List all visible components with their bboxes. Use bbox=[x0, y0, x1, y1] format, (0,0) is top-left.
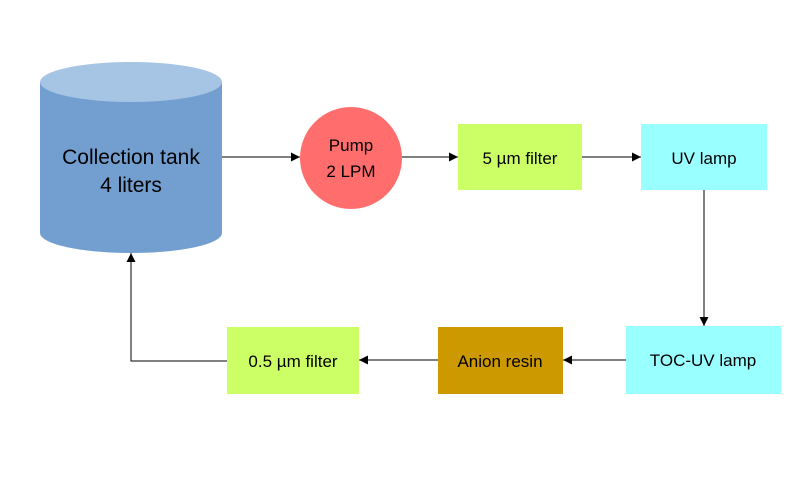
tank-body bbox=[40, 82, 222, 253]
uv-lamp-box bbox=[641, 124, 767, 190]
connectors bbox=[126, 152, 709, 365]
tank-label-line1: Collection tank bbox=[62, 146, 200, 169]
anion-resin-label: Anion resin bbox=[457, 352, 542, 371]
toc-uv-lamp-label: TOC-UV lamp bbox=[650, 351, 756, 370]
anion-resin: Anion resin bbox=[438, 327, 563, 394]
filter-05um: 0.5 µm filter bbox=[227, 327, 359, 394]
tank-top bbox=[40, 62, 222, 102]
pump-circle bbox=[300, 107, 402, 209]
filter-5um-box bbox=[458, 124, 582, 190]
anion-resin-box bbox=[438, 327, 563, 394]
tank-label-line2: 4 liters bbox=[100, 174, 162, 197]
filter-5um-label: 5 µm filter bbox=[483, 149, 558, 168]
pump: Pump 2 LPM bbox=[300, 107, 402, 209]
toc-uv-lamp: TOC-UV lamp bbox=[626, 326, 781, 394]
uv-lamp-label: UV lamp bbox=[671, 149, 736, 168]
pump-label-line1: Pump bbox=[329, 136, 373, 155]
filter-05um-box bbox=[227, 327, 359, 394]
arrow-filter-05um-to-tank bbox=[126, 253, 227, 362]
pump-label-line2: 2 LPM bbox=[326, 162, 375, 181]
uv-lamp: UV lamp bbox=[641, 124, 767, 190]
toc-uv-lamp-box bbox=[626, 326, 781, 394]
filter-05um-label: 0.5 µm filter bbox=[248, 352, 337, 371]
filter-5um: 5 µm filter bbox=[458, 124, 582, 190]
collection-tank: Collection tank 4 liters bbox=[40, 62, 222, 253]
